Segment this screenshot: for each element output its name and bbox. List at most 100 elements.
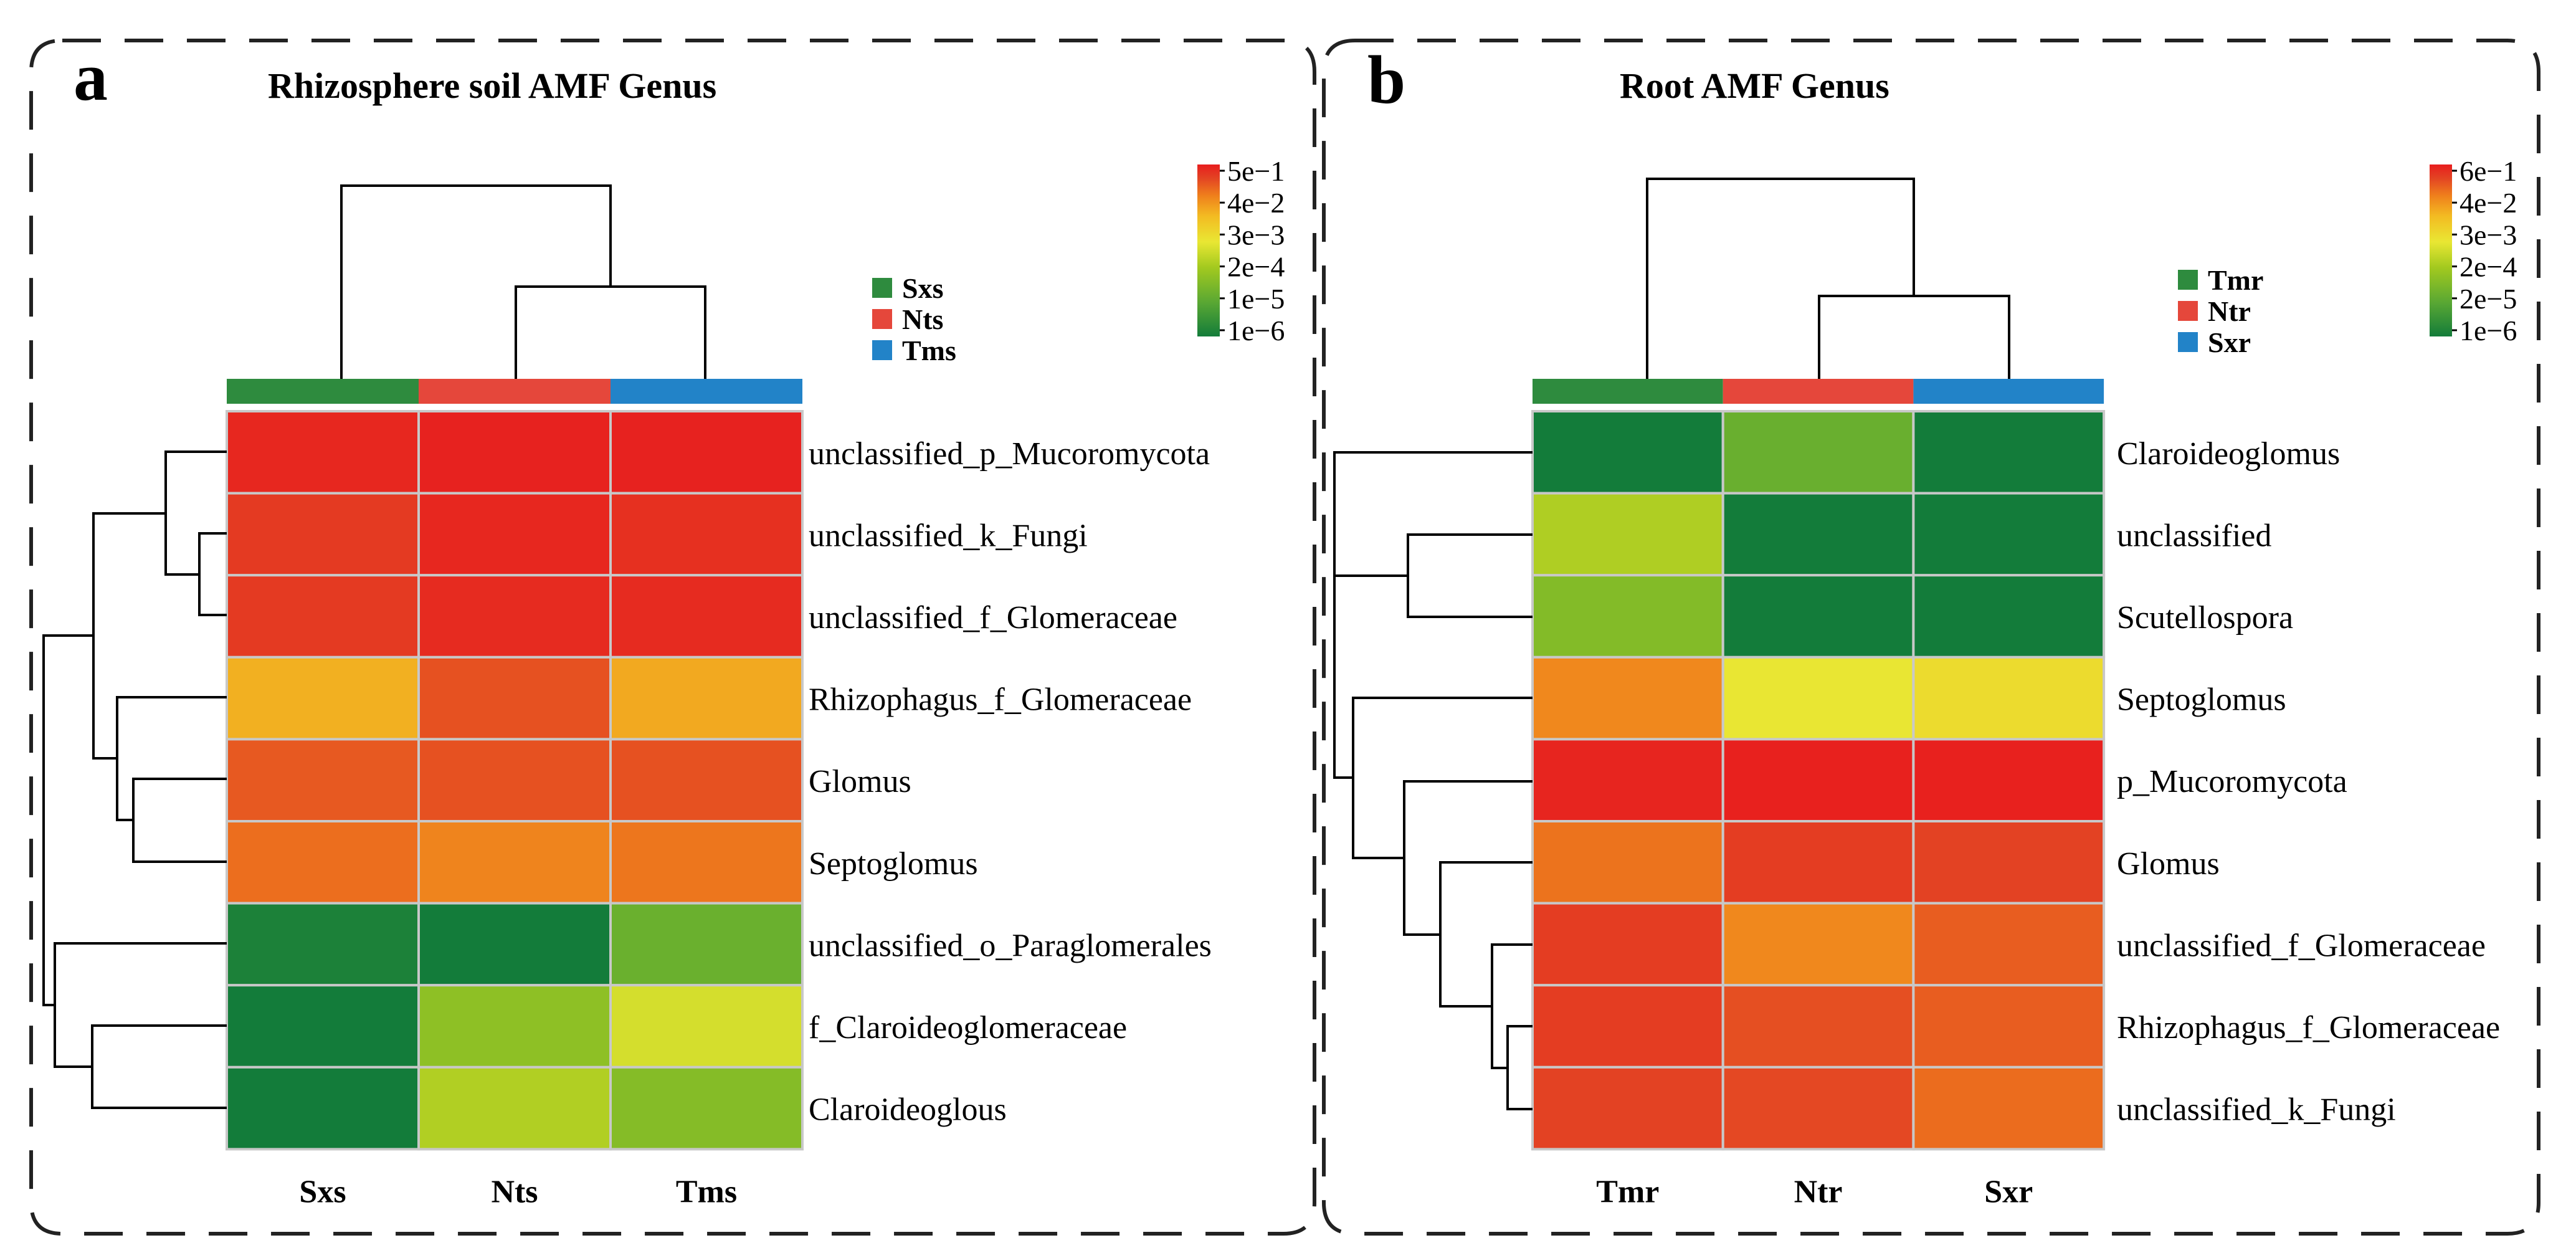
heatmap-b: ClaroideoglomusunclassifiedScutellospora…	[1531, 155, 2517, 1209]
row-label: Scutellospora	[2117, 600, 2293, 636]
group-color-bar	[1723, 379, 1914, 404]
panel-a-letter: a	[74, 39, 108, 115]
row-label: p_Mucoromycota	[2117, 764, 2347, 799]
heatmap-cell	[417, 492, 612, 577]
heatmap-cell	[226, 902, 420, 987]
heatmap-cell	[1721, 984, 1915, 1069]
heatmap-cell	[609, 820, 804, 905]
heatmap-cell	[1531, 410, 1724, 495]
color-scale-tick-label: 1e−6	[2460, 315, 2517, 346]
heatmap-cell	[417, 655, 612, 741]
row-label: unclassified_f_Glomeraceae	[809, 600, 1177, 636]
row-label: Septoglomus	[2117, 682, 2286, 718]
row-label: unclassified_f_Glomeraceae	[2117, 928, 2486, 963]
heatmap-cell	[417, 1065, 612, 1151]
heatmap-cell	[1912, 738, 2106, 823]
heatmap-cell	[1912, 574, 2106, 659]
legend-swatch	[2178, 301, 2198, 321]
legend-label: Sxr	[2208, 326, 2251, 358]
heatmap-cell	[417, 410, 612, 495]
heatmap-cell	[1721, 410, 1915, 495]
heatmap-cell	[226, 984, 420, 1069]
heatmap-cell	[1721, 738, 1915, 823]
heatmap-cell	[1912, 655, 2106, 741]
panel-b-frame	[1322, 39, 2540, 1236]
heatmap-cell	[1912, 984, 2106, 1069]
heatmap-cell	[609, 655, 804, 741]
column-label: Nts	[491, 1174, 538, 1209]
group-color-bar	[611, 379, 802, 404]
legend-label: Tmr	[2208, 264, 2263, 296]
heatmap-cell	[1912, 1065, 2106, 1151]
panel-b-letter: b	[1367, 42, 1405, 118]
color-scale-bar	[2430, 164, 2452, 336]
color-scale-tick-label: 3e−3	[2460, 219, 2517, 250]
legend-swatch	[2178, 270, 2198, 290]
row-label: Rhizophagus_f_Glomeraceae	[2117, 1010, 2500, 1046]
row-label: Septoglomus	[809, 846, 978, 882]
row-label: f_Claroideoglomeraceae	[809, 1010, 1127, 1046]
heatmap-cell	[417, 738, 612, 823]
heatmap-cell	[609, 492, 804, 577]
row-label: unclassified_p_Mucoromycota	[809, 436, 1210, 472]
legend-label: Tms	[902, 335, 956, 366]
heatmap-cell	[1721, 820, 1915, 905]
heatmap-cell	[1721, 1065, 1915, 1151]
heatmap-cell	[1721, 902, 1915, 987]
color-scale-tick-label: 2e−4	[1227, 251, 1285, 283]
color-scale-tick-label: 2e−5	[2460, 283, 2517, 315]
legend-label: Nts	[902, 303, 943, 335]
color-scale-bar	[1197, 164, 1220, 336]
legend-swatch	[872, 340, 892, 360]
color-scale-tick-label: 2e−4	[2460, 251, 2517, 283]
heatmap-cell	[1531, 492, 1724, 577]
heatmap-cell	[1531, 1065, 1724, 1151]
heatmap-cell	[1721, 655, 1915, 741]
heatmap-cell	[609, 902, 804, 987]
row-label: unclassified_k_Fungi	[809, 518, 1088, 553]
heatmap-cell	[226, 410, 420, 495]
heatmap-cell	[1531, 574, 1724, 659]
row-label: unclassified_k_Fungi	[2117, 1092, 2396, 1128]
legend-label: Sxs	[902, 272, 943, 304]
heatmap-cell	[609, 1065, 804, 1151]
heatmap-cell	[1912, 902, 2106, 987]
row-dendrogram-b	[1333, 451, 1533, 1110]
panel-b-title: Root AMF Genus	[1620, 65, 1889, 106]
row-label: unclassified	[2117, 518, 2271, 553]
panel-a-frame	[29, 39, 1316, 1236]
heatmap-a: unclassified_p_Mucoromycota unclassified_…	[226, 155, 1285, 1209]
heatmap-cell	[1721, 492, 1915, 577]
heatmap-cell	[1531, 984, 1724, 1069]
heatmap-cell	[1912, 820, 2106, 905]
heatmap-cell	[1721, 574, 1915, 659]
heatmap-cell	[609, 984, 804, 1069]
row-label: Glomus	[2117, 846, 2220, 882]
heatmap-cell	[1912, 410, 2106, 495]
column-label: Ntr	[1794, 1174, 1843, 1209]
heatmap-cell	[226, 738, 420, 823]
heatmap-cell	[417, 984, 612, 1069]
group-color-bar	[1913, 379, 2104, 404]
heatmap-cell	[1531, 655, 1724, 741]
column-label: Tmr	[1596, 1174, 1659, 1209]
row-label: unclassified_o_Paraglomerales	[809, 928, 1212, 963]
legend-swatch	[872, 309, 892, 329]
color-scale-tick-label: 4e−2	[1227, 187, 1285, 219]
color-scale-tick-label: 4e−2	[2460, 187, 2517, 219]
column-label: Sxr	[1984, 1174, 2033, 1209]
row-label: Claroideoglous	[809, 1092, 1007, 1128]
heatmap-cell	[1531, 738, 1724, 823]
heatmap-cell	[417, 902, 612, 987]
color-scale-tick-label: 6e−1	[2460, 155, 2517, 187]
heatmap-cell	[226, 1065, 420, 1151]
heatmap-cell	[226, 492, 420, 577]
heatmap-cell	[609, 738, 804, 823]
legend-swatch	[2178, 332, 2198, 352]
color-scale-tick-label: 5e−1	[1227, 155, 1285, 187]
heatmap-cell	[1531, 820, 1724, 905]
heatmap-cell	[226, 820, 420, 905]
legend-label: Ntr	[2208, 295, 2251, 327]
column-dendrogram-a	[340, 184, 706, 379]
